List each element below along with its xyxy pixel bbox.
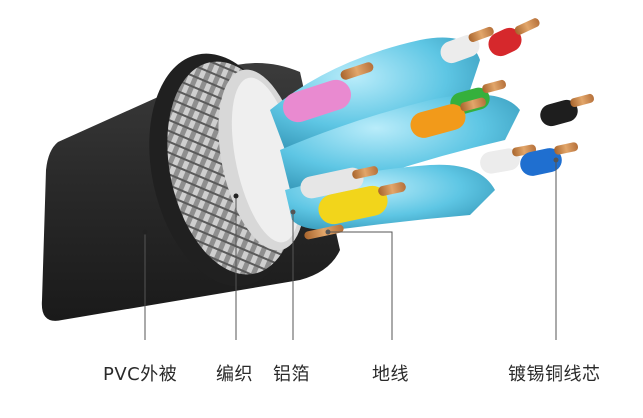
- yellow-wire: [318, 182, 406, 225]
- label-drain-wire: 地线: [372, 364, 409, 385]
- white-wire: [300, 166, 379, 199]
- label-tinned-copper-core: 镀锡铜线芯: [508, 364, 601, 385]
- label-pvc-jacket: PVC外被: [103, 364, 178, 385]
- inner-wire-bundle: [270, 18, 594, 240]
- drain-wire: [304, 224, 344, 240]
- red-wire: [488, 18, 540, 57]
- orange-wire: [410, 97, 486, 138]
- label-braid: 编织: [216, 364, 253, 385]
- white-wire: [440, 26, 494, 64]
- pink-wire: [282, 62, 374, 123]
- leader-lines: [142, 157, 559, 340]
- label-foil: 铝箔: [273, 364, 310, 385]
- twisted-pair-jacket: [270, 37, 480, 150]
- black-wire: [540, 93, 594, 127]
- leader-drain: [328, 231, 393, 340]
- blue-wire: [520, 142, 579, 176]
